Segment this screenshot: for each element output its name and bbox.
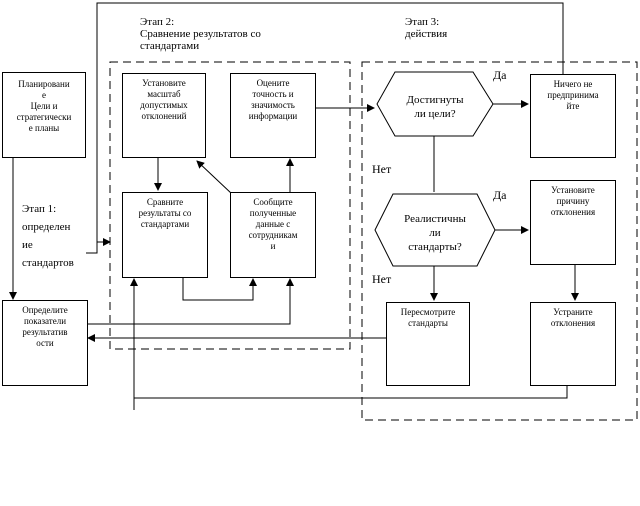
arrow-communicate-to-scale [196,160,233,195]
decision-goals-label: Достигнуты ли цели? [406,94,464,120]
stage2-container [109,61,351,350]
revise-standards-label: Пересмотрите стандарты [400,307,456,328]
answer-yes-goals: Да [493,68,507,82]
stage3-heading: Этап 3: действия [405,16,448,40]
set-scale-box: Установите масштаб допустимых отклонений [122,73,206,158]
stage2-heading: Этап 2: Сравнение результатов со стандар… [140,16,261,52]
assess-accuracy-box: Оцените точность и значимость информации [230,73,316,158]
stage1-heading: Этап 1: определен ие стандартов [22,203,74,269]
arrow-revise-to-communicate [88,278,294,325]
assess-accuracy-label: Оцените точность и значимость информации [248,78,298,121]
compare-results-label: Сравните результаты со стандартами [138,197,192,229]
answer-no-goals: Нет [372,162,392,176]
define-indicators-box: Определите показатели результатив ости [2,300,88,386]
revise-standards-box: Пересмотрите стандарты [386,302,470,386]
eliminate-deviations-box: Устраните отклонения [530,302,616,386]
loop-top-feedback [86,2,564,254]
arrow-eliminate-to-compare [130,278,568,399]
planning-label: Планировани е Цели и стратегически е пла… [16,79,72,133]
stage3-container [361,61,638,421]
communicate-data-label: Сообщите полученные данные с сотрудникам… [248,197,298,251]
set-scale-label: Установите масштаб допустимых отклонений [140,78,188,121]
decision-standards-label: Реалистичны ли стандарты? [404,213,466,253]
answer-yes-standards: Да [493,188,507,202]
answer-no-standards: Нет [372,272,392,286]
arrow-compare-to-communicate [182,278,257,301]
define-indicators-label: Определите показатели результатив ости [22,305,68,348]
find-cause-label: Установите причину отклонения [550,185,596,217]
communicate-data-box: Сообщите полученные данные с сотрудникам… [230,192,316,278]
do-nothing-box: Ничего не предпринима йте [530,74,616,158]
find-cause-box: Установите причину отклонения [530,180,616,265]
eliminate-deviations-label: Устраните отклонения [550,307,596,328]
compare-results-box: Сравните результаты со стандартами [122,192,208,278]
planning-box: Планировани е Цели и стратегически е пла… [2,72,86,158]
do-nothing-label: Ничего не предпринима йте [547,79,599,111]
